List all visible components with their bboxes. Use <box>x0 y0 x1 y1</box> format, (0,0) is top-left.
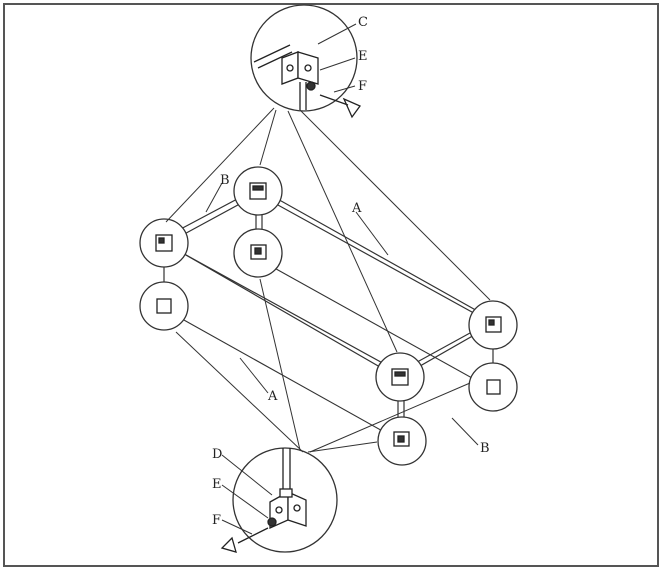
hex-key-icon-top <box>319 94 349 106</box>
bracket-icon-right-top <box>485 316 502 333</box>
corner-bracket-icons <box>155 182 502 447</box>
label-a-top: A <box>351 201 362 216</box>
bracket-icon-front-top <box>391 368 409 386</box>
bottom-detail-contents <box>220 448 307 553</box>
hex-key-icon-bottom <box>237 527 269 544</box>
label-leaders <box>205 23 479 535</box>
label-f-top: F <box>358 79 367 94</box>
frame-bottom <box>165 259 491 439</box>
bracket-icon-back-mid <box>250 244 267 260</box>
label-b-top: B <box>220 173 230 188</box>
diagram-border <box>3 3 659 567</box>
pointer-lines <box>165 107 491 453</box>
frame-legs <box>163 200 494 442</box>
bracket-icon-front-bottom <box>393 431 410 447</box>
label-e-top: E <box>358 49 368 64</box>
labels: C E F B A A B D E F <box>212 15 490 528</box>
screw-icon-bottom <box>267 517 277 527</box>
bracket-icon-right-bottom <box>486 379 501 395</box>
label-c: C <box>358 15 368 30</box>
label-d: D <box>212 447 222 462</box>
bracket-icon-left-top <box>155 234 173 252</box>
detail-circles <box>139 4 518 553</box>
label-a-bottom: A <box>267 389 278 404</box>
label-b-bottom: B <box>480 441 490 456</box>
bracket-icon-left-bottom <box>156 298 172 314</box>
screw-icon-top <box>306 81 316 91</box>
frame-top <box>158 187 499 379</box>
label-e-bottom: E <box>212 477 222 492</box>
top-detail-contents <box>253 44 362 119</box>
label-f-bottom: F <box>212 513 221 528</box>
bracket-icon-back-top <box>249 182 267 200</box>
